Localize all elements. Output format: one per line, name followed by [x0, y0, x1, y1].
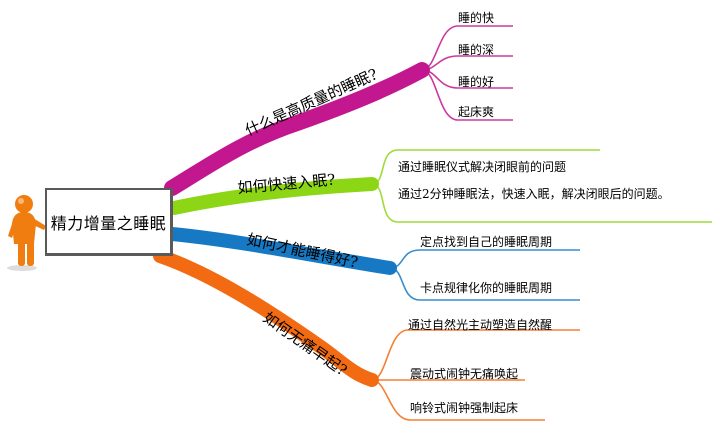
sub-topic-label[interactable]: 睡的好 [458, 74, 494, 89]
sub-branch-line [421, 55, 513, 71]
sub-topic-label[interactable]: 起床爽 [458, 105, 494, 119]
sub-topic-label[interactable]: 响铃式闹钟强制起床 [410, 400, 518, 415]
sub-branch-line [371, 149, 600, 185]
branch-label[interactable]: 如何才能睡得好? [245, 230, 359, 271]
branch-stroke [170, 232, 392, 270]
sub-topic-label[interactable]: 睡的深 [458, 42, 494, 57]
branch-label[interactable]: 如何无痛早起? [260, 309, 351, 380]
sub-branch-line [421, 25, 513, 71]
branch-2: 如何快速入眠?通过睡眠仪式解决闭眼前的问题通过2分钟睡眠法，快速入眠，解决闭眼后… [167, 149, 712, 223]
sub-branch-line [371, 329, 580, 381]
sub-branch-line [371, 183, 712, 223]
branch-stroke [170, 68, 424, 190]
sub-topic-label[interactable]: 定点找到自己的睡眠周期 [420, 234, 552, 249]
sub-topic-label[interactable]: 震动式闹钟无痛唤起 [410, 366, 518, 381]
sub-branch-line [421, 69, 513, 121]
sub-branch-line [389, 267, 580, 301]
sub-topic-label[interactable]: 通过睡眠仪式解决闭眼前的问题 [398, 159, 566, 174]
sub-topic-label[interactable]: 通过2分钟睡眠法，快速入眠，解决闭眼后的问题。 [398, 186, 670, 201]
branch-stroke [172, 182, 374, 210]
sub-topic-label[interactable]: 睡的快 [458, 10, 494, 25]
presenter-figure-icon [7, 195, 46, 271]
central-topic-label: 精力增量之睡眠 [50, 213, 167, 233]
sub-branch-line [389, 249, 580, 269]
branch-stroke [158, 254, 374, 382]
sub-topic-label[interactable]: 通过自然光主动塑造自然醒 [408, 317, 552, 332]
central-topic[interactable]: 精力增量之睡眠 [45, 188, 173, 256]
sub-branch-line [371, 379, 545, 421]
sub-topic-label[interactable]: 卡点规律化你的睡眠周期 [420, 280, 552, 295]
